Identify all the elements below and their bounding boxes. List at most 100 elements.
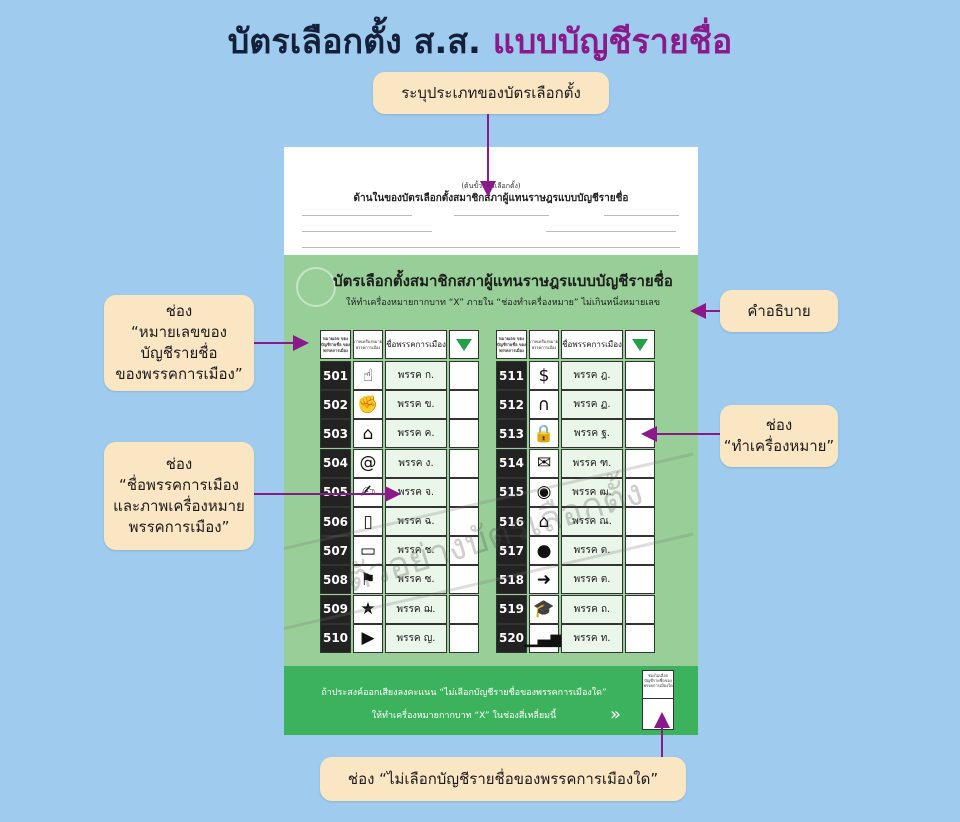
header-number: หมายเลข ของบัญชีรายชื่อ ของพรรคการเมือง: [496, 330, 527, 359]
ballot-row: 520▁▃▅พรรค ท.: [496, 623, 656, 653]
header-number: หมายเลข ของบัญชีรายชื่อ ของพรรคการเมือง: [320, 330, 351, 359]
mark-box[interactable]: [625, 477, 655, 507]
callout-line: “ทำเครื่องหมาย”: [723, 437, 835, 455]
graduation-cap-icon: 🎓: [529, 594, 559, 624]
envelope-icon: ✉: [529, 448, 559, 478]
party-number: 514: [496, 448, 527, 478]
callout-none-box: ช่อง “ไม่เลือกบัญชีรายชื่อของพรรคการเมือ…: [320, 757, 686, 801]
ballot-row: 509★พรรค ฌ.: [320, 594, 480, 624]
header-party: ชื่อพรรคการเมือง: [561, 330, 623, 359]
mark-box[interactable]: [625, 448, 655, 478]
phone-icon: ▯: [353, 507, 383, 536]
stub-line: [604, 215, 679, 216]
party-name: พรรค ฌ.: [385, 594, 447, 624]
none-line2: ให้ทำเครื่องหมายกากบาท “X” ในช่องสี่เหลี…: [371, 711, 557, 721]
party-name: พรรค ฒ.: [561, 477, 623, 507]
party-number: 520: [496, 623, 527, 653]
party-name: พรรค ฐ.: [561, 419, 623, 449]
ballot-row: 513🔒พรรค ฐ.: [496, 419, 656, 449]
ballot-instruction: ให้ทำเครื่องหมายกากบาท “X” ภายใน “ช่องทำ…: [346, 298, 660, 308]
mark-box[interactable]: [449, 477, 479, 507]
bar-chart-icon: ▁▃▅: [524, 623, 564, 653]
mark-box[interactable]: [449, 419, 479, 449]
callout-instructions: คำอธิบาย: [720, 290, 838, 332]
callout-line: ช่อง: [765, 416, 793, 434]
callout-instructions-text: คำอธิบาย: [747, 301, 811, 320]
none-box-label: ช่องไม่เลือก บัญชีรายชื่อของ พรรคการเมือ…: [643, 671, 673, 699]
party-name: พรรค ข.: [385, 390, 447, 420]
party-name: พรรค ญ.: [385, 623, 447, 653]
down-arrow-icon: [632, 338, 648, 351]
party-number: 516: [496, 507, 527, 536]
callout-ballot-type: ระบุประเภทของบัตรเลือกตั้ง: [373, 72, 609, 114]
page-title: บัตรเลือกตั้ง ส.ส. แบบบัญชีรายชื่อ: [0, 14, 960, 68]
ballot-row: 517●พรรค ด.: [496, 536, 656, 566]
ballot-paper: (ต้นขั้วบัตรเลือกตั้ง) ด้านในของบัตรเลือ…: [284, 147, 698, 735]
mark-box[interactable]: [625, 565, 655, 595]
house-icon: ⌂: [353, 419, 383, 449]
party-number: 510: [320, 623, 351, 653]
fist-icon: ✊: [353, 390, 383, 420]
callout-line: “หมายเลขของ: [131, 323, 227, 341]
mark-box[interactable]: [449, 594, 479, 624]
ballot-row: 512∩พรรค ฏ.: [496, 390, 656, 420]
party-number: 517: [496, 536, 527, 566]
mark-box[interactable]: [449, 623, 479, 653]
globe-icon: ●: [529, 536, 559, 566]
party-name: พรรค ท.: [561, 623, 623, 653]
party-number: 511: [496, 361, 527, 390]
mark-box[interactable]: [625, 507, 655, 536]
mark-box[interactable]: [449, 361, 479, 390]
party-name: พรรค ฏ.: [561, 390, 623, 420]
stub-line: [302, 231, 432, 232]
header-mark: [449, 330, 479, 359]
party-name: พรรค ฉ.: [385, 507, 447, 536]
ballot-row: 514✉พรรค ฑ.: [496, 448, 656, 478]
mark-box[interactable]: [625, 390, 655, 420]
header-symbol: ภาพเครื่องหมาย พรรคการเมือง: [529, 330, 559, 359]
at-sign-icon: @: [353, 448, 383, 478]
party-name: พรรค ค.: [385, 419, 447, 449]
stub-heading: ด้านในของบัตรเลือกตั้งสมาชิกสภาผู้แทนราษ…: [353, 193, 629, 204]
mark-box[interactable]: [625, 419, 655, 449]
column-header: หมายเลข ของบัญชีรายชื่อ ของพรรคการเมืองภ…: [320, 330, 480, 359]
ballot-row: 511$พรรค ฎ.: [496, 361, 656, 390]
mark-box[interactable]: [625, 536, 655, 566]
ballot-none-section: ถ้าประสงค์ออกเสียงลงคะแนน “ไม่เลือกบัญชี…: [284, 666, 698, 735]
mark-box[interactable]: [625, 594, 655, 624]
mark-box[interactable]: [449, 507, 479, 536]
emblem-icon: [296, 267, 336, 307]
mark-box[interactable]: [449, 390, 479, 420]
arrow-right-icon: ➜: [529, 565, 559, 595]
ballot-row: 507▭พรรค ช.: [320, 536, 480, 566]
mark-box[interactable]: [449, 536, 479, 566]
party-name: พรรค ด.: [561, 536, 623, 566]
header-party: ชื่อพรรคการเมือง: [385, 330, 447, 359]
stub-line: [302, 247, 680, 248]
callout-line: พรรคการเมือง”: [128, 518, 230, 536]
flag-icon: ⚑: [353, 565, 383, 595]
mark-box[interactable]: [449, 565, 479, 595]
party-number: 515: [496, 477, 527, 507]
mark-box[interactable]: [449, 448, 479, 478]
ballot-row: 519🎓พรรค ถ.: [496, 594, 656, 624]
party-name: พรรค ก.: [385, 361, 447, 390]
piggy-bank-icon: $: [529, 361, 559, 390]
mark-box[interactable]: [625, 623, 655, 653]
party-number: 512: [496, 390, 527, 420]
party-number: 519: [496, 594, 527, 624]
mark-box[interactable]: [625, 361, 655, 390]
header-symbol: ภาพเครื่องหมาย พรรคการเมือง: [353, 330, 383, 359]
callout-line: ช่อง: [165, 302, 193, 320]
party-number: 508: [320, 565, 351, 595]
pointing-hand-icon: ☝: [353, 361, 383, 390]
monitor-icon: ▭: [353, 536, 383, 566]
party-name: พรรค ถ.: [561, 594, 623, 624]
callout-line: และภาพเครื่องหมาย: [113, 497, 245, 515]
ballot-row: 508⚑พรรค ซ.: [320, 565, 480, 595]
ballot-row: 515◉พรรค ฒ.: [496, 477, 656, 507]
lock-icon: 🔒: [529, 419, 559, 449]
party-number: 513: [496, 419, 527, 449]
party-name: พรรค ช.: [385, 536, 447, 566]
party-number: 506: [320, 507, 351, 536]
